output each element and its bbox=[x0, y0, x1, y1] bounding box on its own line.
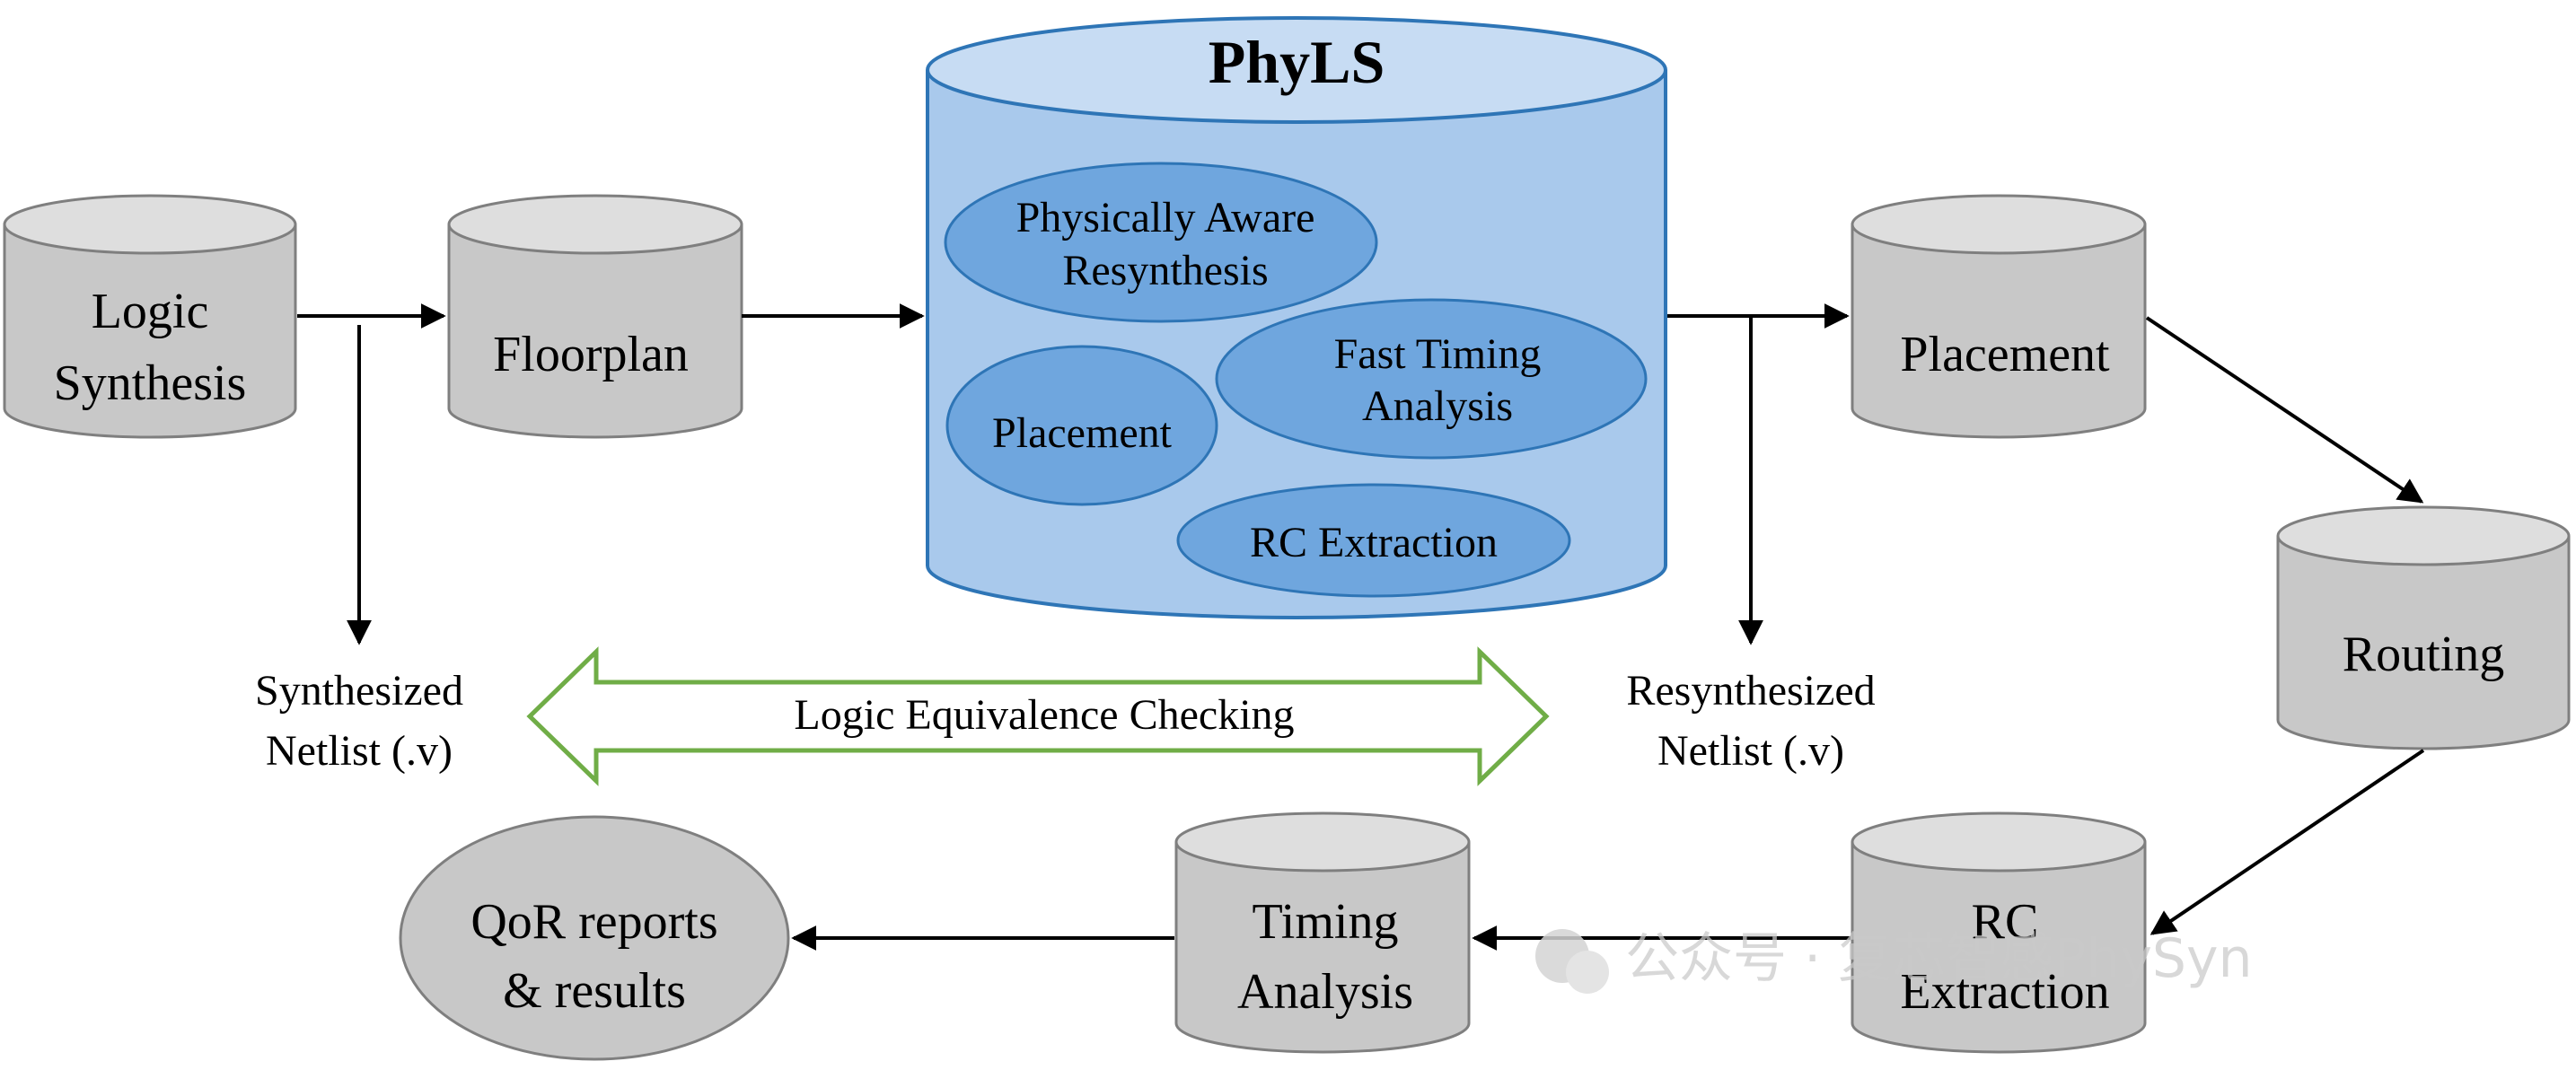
phyls-title: PhyLS bbox=[1209, 28, 1385, 96]
resynthesized-netlist-label-2: Netlist (.v) bbox=[1657, 727, 1844, 775]
watermark: 公众号 · 复芯智感PhySyn bbox=[1535, 927, 2253, 994]
arrow-placement-to-routing bbox=[2145, 316, 2424, 504]
fast-timing-label-1: Fast Timing bbox=[1334, 330, 1542, 378]
physically-aware-label-1: Physically Aware bbox=[1016, 194, 1315, 241]
phyls-placement-label: Placement bbox=[992, 409, 1173, 457]
placement-label: Placement bbox=[1900, 327, 2110, 382]
rc-extraction-cylinder: RC Extraction bbox=[1851, 811, 2147, 1054]
resynthesized-netlist-label-1: Resynthesized bbox=[1626, 667, 1875, 715]
floorplan-cylinder: Floorplan bbox=[447, 194, 743, 439]
phyls-rc-extraction-ellipse: RC Extraction bbox=[1176, 483, 1571, 598]
synthesized-netlist-label-2: Netlist (.v) bbox=[266, 727, 453, 775]
timing-analysis-cylinder: Timing Analysis bbox=[1174, 811, 1471, 1054]
timing-analysis-label-1: Timing bbox=[1253, 894, 1399, 950]
synthesized-netlist-label-1: Synthesized bbox=[255, 667, 463, 715]
placement-cylinder: Placement bbox=[1851, 194, 2147, 439]
logic-synthesis-label-1: Logic bbox=[92, 284, 209, 339]
qor-results-ellipse: QoR reports & results bbox=[399, 815, 790, 1061]
floorplan-label: Floorplan bbox=[493, 327, 689, 382]
fast-timing-label-2: Analysis bbox=[1362, 382, 1513, 430]
fast-timing-analysis-ellipse: Fast Timing Analysis bbox=[1215, 298, 1648, 460]
physically-aware-label-2: Resynthesis bbox=[1062, 247, 1268, 294]
rc-extraction-label-2: Extraction bbox=[1900, 964, 2109, 1020]
phyls-placement-ellipse: Placement bbox=[945, 345, 1218, 506]
timing-analysis-label-2: Analysis bbox=[1237, 964, 1413, 1020]
arrow-routing-to-rc bbox=[2150, 749, 2425, 935]
routing-label: Routing bbox=[2343, 627, 2504, 682]
connectors bbox=[297, 303, 2425, 951]
lec-label: Logic Equivalence Checking bbox=[794, 691, 1294, 739]
phyls-rc-extraction-label: RC Extraction bbox=[1250, 519, 1498, 566]
logic-synthesis-cylinder: Logic Synthesis bbox=[3, 194, 297, 439]
qor-label-2: & results bbox=[503, 963, 686, 1019]
lec-double-arrow: Logic Equivalence Checking bbox=[526, 646, 1550, 786]
phyls-cylinder: PhyLS Physically Aware Resynthesis Place… bbox=[926, 16, 1667, 619]
rc-extraction-label-1: RC bbox=[1972, 894, 2039, 950]
logic-synthesis-label-2: Synthesis bbox=[54, 355, 247, 411]
physically-aware-resynthesis-ellipse: Physically Aware Resynthesis bbox=[944, 162, 1378, 323]
watermark-text: 公众号 · 复芯智感PhySyn bbox=[1625, 927, 2253, 990]
qor-label-1: QoR reports bbox=[470, 894, 717, 950]
routing-cylinder: Routing bbox=[2276, 505, 2571, 750]
